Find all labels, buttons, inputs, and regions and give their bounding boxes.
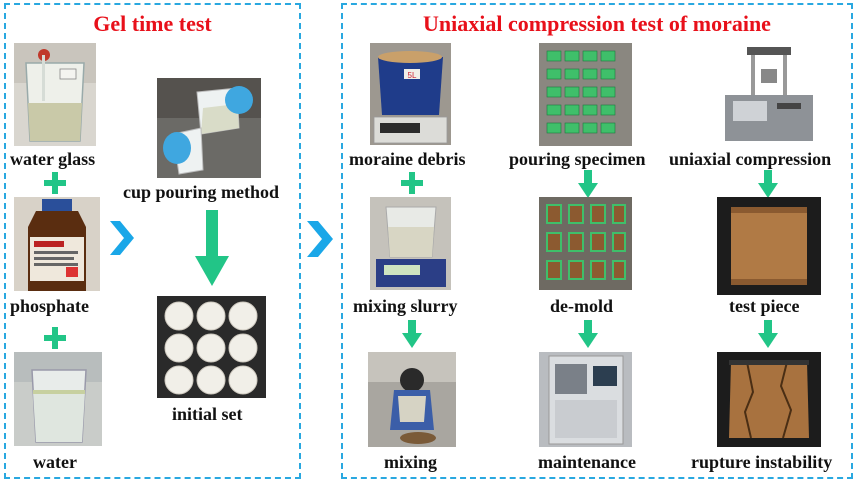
green-arrow-down-icon [758,170,778,198]
uniaxial-compression-photo [717,43,821,146]
step-label: mixing slurry [353,296,458,316]
green-arrow-down-icon [578,320,598,348]
water-glass-label: water glass [10,149,96,169]
blue-chevron-right-icon [307,221,333,257]
mixing-slurry-photo [370,197,451,290]
phosphate-photo [14,197,100,291]
water-photo [14,352,102,446]
bucket-label: 5L [408,71,417,80]
water-glass-photo [14,43,96,146]
maintenance-photo [539,352,632,447]
step-label: uniaxial compression [669,149,832,169]
mixing-photo [368,352,456,447]
green-arrow-down-icon [402,320,422,348]
blue-chevron-right-icon [110,221,134,255]
plus-icon [401,172,423,194]
de-mold-photo [539,197,632,290]
pouring-specimen-photo [539,43,632,146]
cup-pouring-label: cup pouring method [123,182,280,202]
step-label: moraine debris [349,149,466,169]
step-label: mixing [384,452,438,472]
green-arrow-down-icon [195,210,229,286]
water-label: water [33,452,77,472]
plus-icon [44,172,66,194]
green-arrow-down-icon [578,170,598,198]
gel-panel-title: Gel time test [93,11,212,36]
step-label: rupture instability [691,452,833,472]
step-label: maintenance [538,452,636,472]
gel-time-panel: Gel time test [4,3,301,479]
phosphate-label: phosphate [10,296,90,316]
test-piece-photo [717,197,821,295]
moraine-panel-title: Uniaxial compression test of moraine [423,11,771,36]
rupture-instability-photo [717,352,821,447]
initial-set-label: initial set [172,404,243,424]
step-label: test piece [729,296,800,316]
moraine-panel: Uniaxial compression test of moraine [341,3,853,479]
moraine-debris-photo: 5L [370,43,451,145]
step-label: pouring specimen [509,149,646,169]
plus-icon [44,327,66,349]
green-arrow-down-icon [758,320,778,348]
initial-set-photo [157,296,266,398]
cup-pouring-photo [157,78,261,178]
step-label: de-mold [550,296,613,316]
